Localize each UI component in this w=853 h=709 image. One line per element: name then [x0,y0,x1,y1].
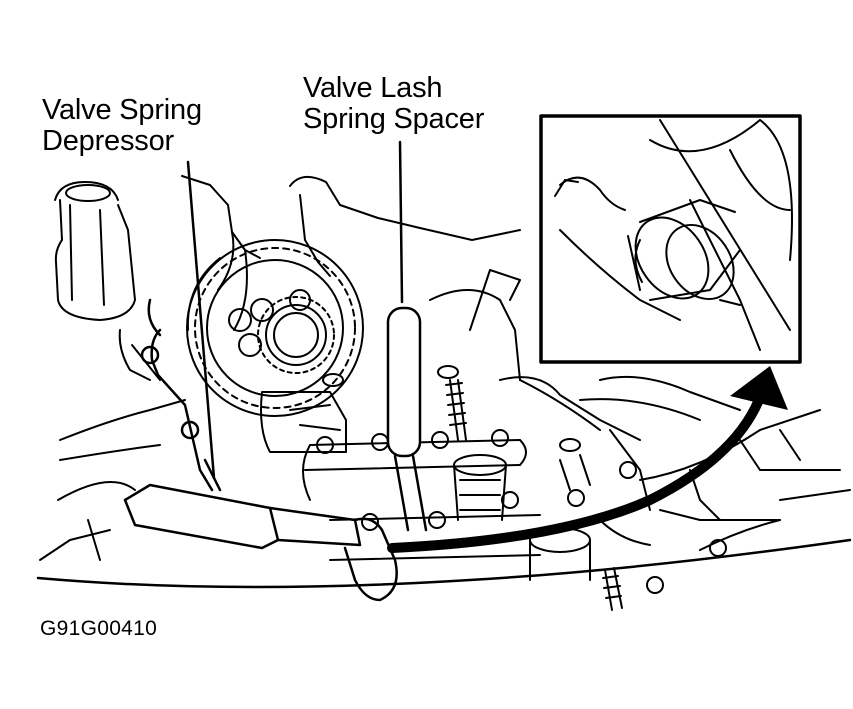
depressor-leader-line [186,160,216,480]
detail-inset [539,114,802,364]
figure-id: G91G00410 [40,617,158,640]
valve-spring-depressor-tool [123,298,398,602]
valve-lash-spring-spacer-label: Valve Lash Spring Spacer [303,73,484,135]
spacer-leader-line [398,140,404,304]
detail-arrow-shaft [387,387,767,553]
valve-spring-depressor-label-line2: Depressor [42,125,174,157]
detail-arrow-head [730,366,788,410]
valve-spring-depressor-label-line1: Valve Spring [42,94,202,126]
reservoir-tank [54,181,136,321]
engine-bottom-edge [36,538,852,589]
timing-gear [186,239,364,417]
leader-lines [186,140,404,480]
bolts [322,365,623,611]
valve-springs [453,454,591,581]
valve-lash-spring-spacer-label-line1: Valve Lash [303,72,443,104]
rocker-arm-shaft [260,391,727,594]
engine-casting [39,175,521,561]
valve-lash-spring-spacer-label-line2: Spring Spacer [303,103,485,135]
valve-lash-spring-spacer [386,306,428,532]
valve-spring-depressor-label: Valve Spring Depressor [42,95,202,157]
